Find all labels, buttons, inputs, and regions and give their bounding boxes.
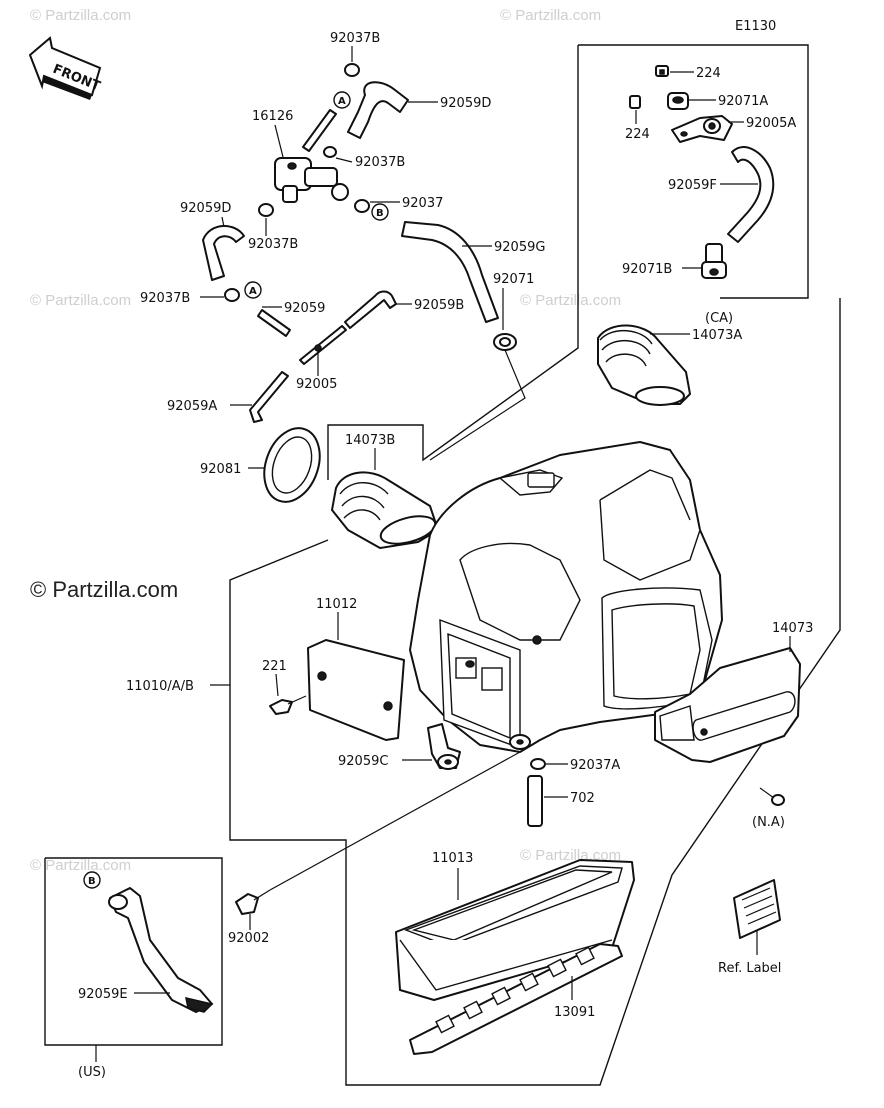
hose-92059f	[727, 146, 775, 243]
duct-14073	[654, 647, 801, 763]
bolt-92002	[235, 889, 271, 915]
duct-14073b	[331, 471, 439, 549]
region-ca: (CA)	[705, 311, 733, 326]
region-us: (US)	[78, 1065, 106, 1080]
fitting-92005	[299, 325, 347, 365]
label-11010: 11010/A/B	[126, 679, 194, 694]
label-92081: 92081	[200, 462, 241, 477]
us-box	[44, 857, 223, 1046]
plate-11012	[307, 639, 405, 741]
duct-14073a	[597, 324, 691, 406]
label-92037a: 92037A	[570, 758, 620, 773]
label-92037b-left: 92037B	[248, 237, 298, 252]
clamp-92037b-low	[224, 288, 240, 302]
ring-92081	[263, 427, 321, 503]
clip-92037a	[530, 758, 546, 770]
label-92037: 92037	[402, 196, 443, 211]
hose-92059a	[249, 371, 289, 423]
ref-label: Ref. Label	[718, 961, 781, 976]
small-hose	[302, 109, 337, 152]
diagram-code: E1130	[735, 19, 776, 34]
label-92071a: 92071A	[718, 94, 768, 109]
label-92059c: 92059C	[338, 754, 388, 769]
label-92037b-low: 92037B	[140, 291, 190, 306]
bolt-224-a	[655, 65, 669, 77]
label-92037b-mid: 92037B	[355, 155, 405, 170]
label-92059d-top: 92059D	[440, 96, 491, 111]
hose-92059b	[344, 290, 397, 329]
clamp-92037b-left	[258, 203, 274, 217]
watermark: © Partzilla.com	[30, 7, 131, 24]
fitting-92005a	[671, 115, 733, 143]
ca-box	[578, 44, 809, 299]
label-92059: 92059	[284, 301, 325, 316]
grommet-92071	[493, 333, 517, 351]
ref-label-icon	[733, 879, 781, 939]
pipe-702	[527, 775, 543, 827]
watermark: © Partzilla.com	[30, 292, 131, 309]
fitting-92071b	[701, 243, 727, 279]
label-11012: 11012	[316, 597, 357, 612]
tag-b: B	[376, 208, 384, 219]
clamp-92037b-top	[344, 63, 360, 77]
label-92059a: 92059A	[167, 399, 217, 414]
label-92059e: 92059E	[78, 987, 128, 1002]
hose-92059d-left	[202, 225, 245, 281]
label-92071b: 92071B	[622, 262, 672, 277]
grommet-92071a	[667, 92, 689, 110]
tag-b-us: B	[88, 876, 96, 887]
hose-92059	[257, 309, 291, 337]
hose-92059e	[108, 887, 214, 1013]
watermark: © Partzilla.com	[500, 7, 601, 24]
label-92059b: 92059B	[414, 298, 464, 313]
clamp-92037b-mid	[323, 146, 337, 158]
label-16126: 16126	[252, 109, 293, 124]
label-14073a: 14073A	[692, 328, 742, 343]
label-702: 702	[570, 791, 595, 806]
label-11013: 11013	[432, 851, 473, 866]
screen-13091	[409, 943, 623, 1055]
tag-a-low: A	[249, 286, 257, 297]
watermark: © Partzilla.com	[30, 857, 131, 874]
elbow-92059c	[427, 723, 461, 770]
bolt-224-b	[629, 95, 641, 109]
label-92059g: 92059G	[494, 240, 545, 255]
label-92071: 92071	[493, 272, 534, 287]
screw-na	[759, 787, 785, 806]
label-92005a: 92005A	[746, 116, 796, 131]
label-92037b-top: 92037B	[330, 31, 380, 46]
label-92005: 92005	[296, 377, 337, 392]
label-221: 221	[262, 659, 287, 674]
hose-92059d-top	[347, 81, 409, 139]
clamp-92037	[354, 199, 370, 213]
filter-11013	[395, 859, 635, 1001]
label-224-a: 224	[696, 66, 721, 81]
label-13091: 13091	[554, 1005, 595, 1020]
label-92002: 92002	[228, 931, 269, 946]
label-92059f: 92059F	[668, 178, 717, 193]
label-224-b: 224	[625, 127, 650, 142]
label-14073: 14073	[772, 621, 813, 636]
assembly-outline	[327, 45, 579, 480]
hose-92059g	[401, 221, 499, 323]
front-arrow-icon: FRONT	[28, 36, 102, 100]
region-na: (N.A)	[752, 815, 785, 830]
valve-16126	[274, 157, 349, 203]
label-92059d-left: 92059D	[180, 201, 231, 216]
screw-221	[269, 695, 307, 715]
airbox-11010	[409, 441, 723, 753]
label-14073b: 14073B	[345, 433, 395, 448]
watermark: © Partzilla.com	[520, 292, 621, 309]
tag-a: A	[338, 96, 346, 107]
watermark-main: © Partzilla.com	[30, 577, 178, 602]
